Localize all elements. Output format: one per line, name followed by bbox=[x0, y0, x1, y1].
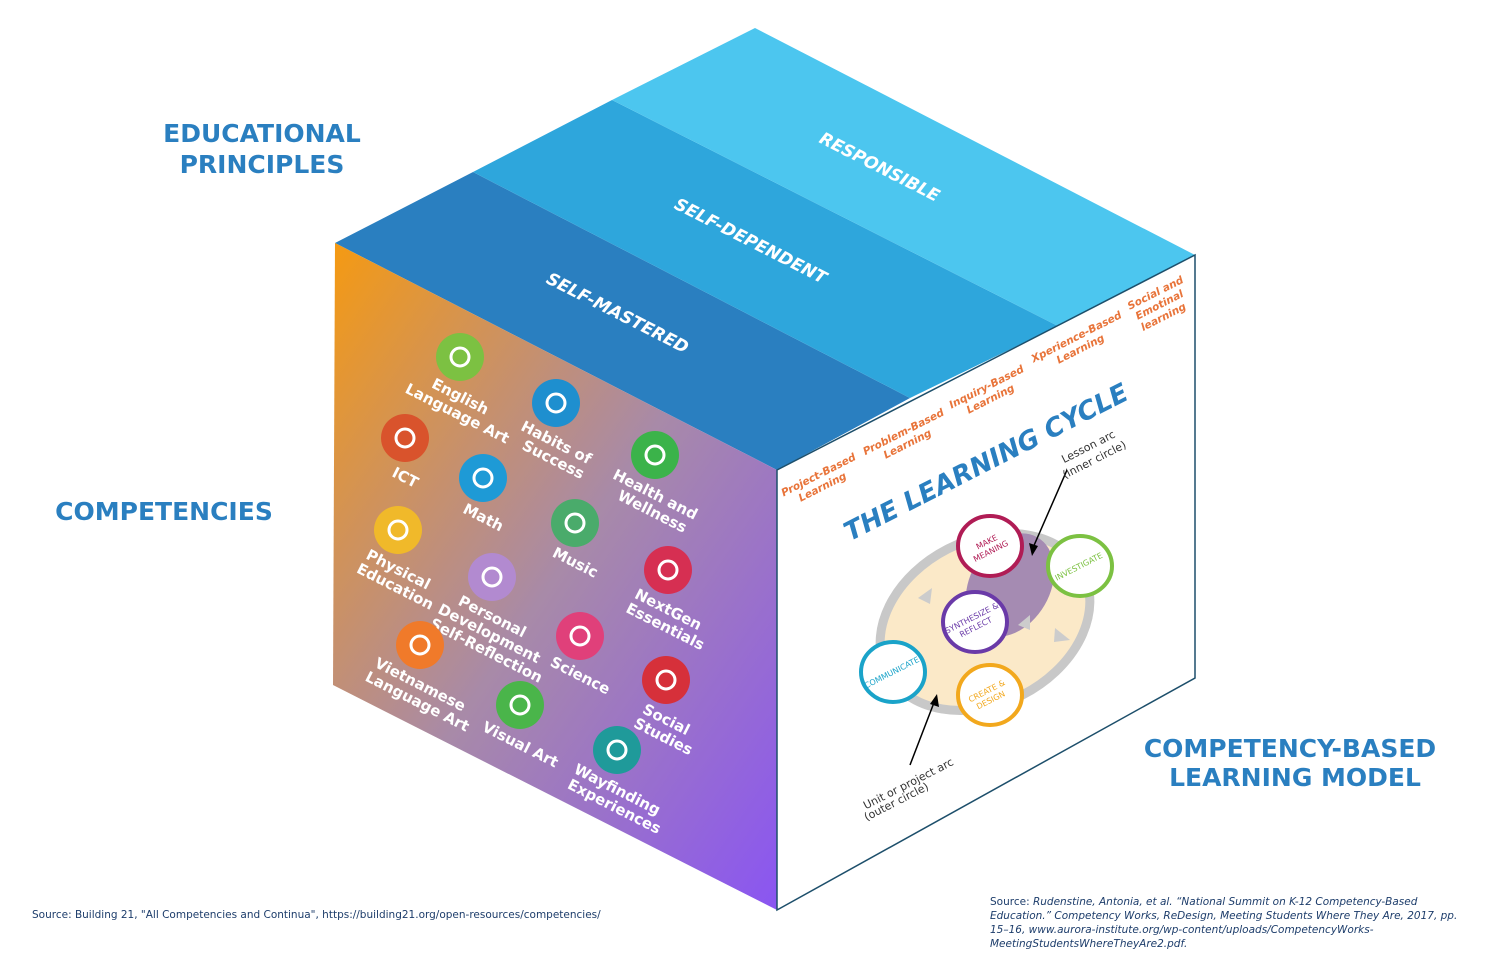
source-right-citation: Rudenstine, Antonia, et al. “National Su… bbox=[990, 896, 1458, 950]
reading-icon-glyph bbox=[409, 634, 431, 656]
heading-cblm-1: COMPETENCY-BASED bbox=[1144, 734, 1436, 763]
atom-icon bbox=[556, 612, 604, 660]
band-self-dependent bbox=[473, 100, 1058, 398]
arrow-icon bbox=[1054, 628, 1070, 642]
lesson-arc-pointer bbox=[1031, 469, 1068, 551]
cloud-cursor-icon-glyph bbox=[394, 427, 416, 449]
heartbeat-icon-glyph bbox=[644, 444, 666, 466]
dumbbell-icon bbox=[374, 506, 422, 554]
music-note-icon bbox=[551, 499, 599, 547]
star-icon bbox=[468, 553, 516, 601]
arrow-icon bbox=[930, 694, 939, 707]
heartbeat-icon bbox=[631, 431, 679, 479]
leaf-icon-glyph bbox=[509, 694, 531, 716]
arrow-icon bbox=[918, 588, 932, 604]
heading-cblm-2: LEARNING MODEL bbox=[1169, 763, 1421, 792]
speech-bubble-icon-glyph bbox=[449, 346, 471, 368]
star-icon-glyph bbox=[481, 566, 503, 588]
hiker-icon-glyph bbox=[606, 739, 628, 761]
source-left: Source: Building 21, "All Competencies a… bbox=[32, 909, 601, 921]
atom-icon-glyph bbox=[569, 625, 591, 647]
square-root-icon bbox=[459, 454, 507, 502]
competencies-face bbox=[333, 243, 777, 910]
music-note-icon-glyph bbox=[564, 512, 586, 534]
handshake-icon bbox=[532, 379, 580, 427]
cloud-cursor-icon bbox=[381, 414, 429, 462]
books-icon-glyph bbox=[655, 669, 677, 691]
people-icon bbox=[644, 546, 692, 594]
square-root-icon-glyph bbox=[472, 467, 494, 489]
books-icon bbox=[642, 656, 690, 704]
heading-educational-principles-1: EDUCATIONAL bbox=[163, 119, 361, 148]
leaf-icon bbox=[496, 681, 544, 729]
band-self-mastered bbox=[335, 172, 910, 470]
cycle-step-2: SYNTHESIZE &REFLECT bbox=[941, 590, 1009, 654]
heading-competencies: COMPETENCIES bbox=[55, 497, 273, 526]
source-right: Source: Rudenstine, Antonia, et al. “Nat… bbox=[990, 895, 1475, 951]
arrow-icon bbox=[1029, 543, 1038, 556]
people-icon-glyph bbox=[657, 559, 679, 581]
competency-4: Math bbox=[459, 454, 507, 535]
dumbbell-icon-glyph bbox=[387, 519, 409, 541]
reading-icon bbox=[396, 621, 444, 669]
unit-arc-pointer bbox=[909, 699, 936, 766]
heading-educational-principles-2: PRINCIPLES bbox=[180, 150, 345, 179]
source-right-prefix: Source: bbox=[990, 896, 1033, 908]
cycle-step-4: CREATE &DESIGN bbox=[956, 663, 1024, 727]
handshake-icon-glyph bbox=[545, 392, 567, 414]
cycle-step-3: COMMUNICATE bbox=[859, 640, 927, 704]
cycle-step-1: INVESTIGATE bbox=[1046, 534, 1114, 598]
arrow-icon bbox=[1018, 615, 1030, 630]
hiker-icon bbox=[593, 726, 641, 774]
band-responsible bbox=[612, 28, 1195, 326]
speech-bubble-icon bbox=[436, 333, 484, 381]
